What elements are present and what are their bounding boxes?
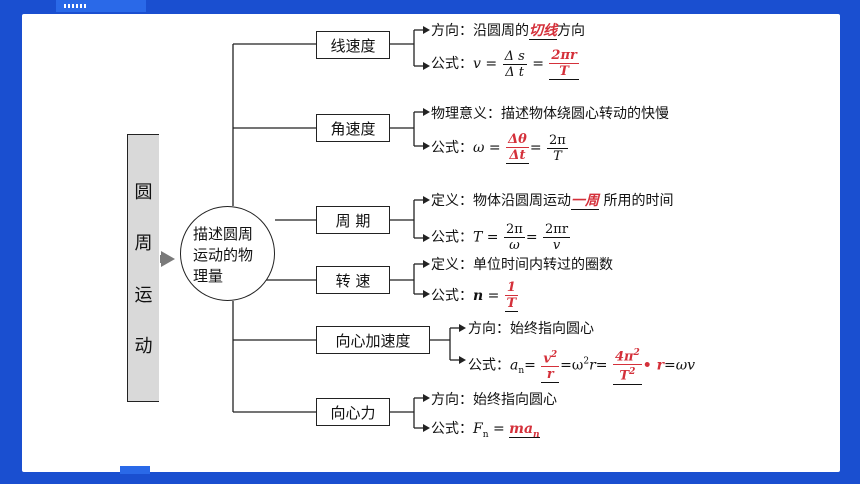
numerator: 1 — [504, 280, 518, 296]
text: 定义：物体沿圆周运动 — [431, 193, 571, 209]
bottom-accent-mark — [120, 466, 150, 474]
denominator: r — [546, 367, 554, 382]
denominator: T — [506, 296, 517, 311]
denominator: T — [619, 368, 630, 384]
denominator: v — [552, 238, 561, 253]
highlight-text: • r — [642, 357, 664, 374]
node-period: 周 期 — [316, 206, 390, 234]
leaf-rotation-definition: 定义：单位时间内转过的圈数 — [431, 257, 613, 273]
root-char: 运 — [134, 284, 153, 306]
root-arrow-icon — [161, 251, 175, 267]
node-angular-speed: 角速度 — [316, 114, 390, 142]
top-accent-bar — [56, 0, 146, 12]
formula-symbol: ω — [473, 140, 485, 156]
numerator: 2π — [503, 222, 525, 238]
numerator: 2π — [547, 132, 568, 149]
denominator: Δt — [509, 148, 526, 163]
text: 方向 — [557, 23, 585, 39]
numerator: 4π — [614, 349, 634, 365]
denominator: ω — [509, 238, 520, 253]
numerator: 2πr — [549, 48, 579, 64]
center-line: 描述圆周 — [193, 225, 254, 243]
root-char: 动 — [134, 336, 153, 358]
formula-symbol: n — [473, 288, 484, 304]
node-rotation-speed: 转 速 — [316, 266, 390, 294]
denominator: Δ t — [505, 64, 525, 80]
formula-symbol: v — [473, 56, 481, 72]
node-centripetal-acceleration: 向心加速度 — [316, 326, 430, 354]
highlight-text: ma — [509, 421, 534, 437]
highlight-text: 切线 — [529, 23, 557, 40]
center-line: 理量 — [193, 267, 224, 285]
subscript: n — [533, 429, 540, 440]
subscript: n — [482, 429, 489, 440]
center-node: 描述圆周 运动的物 理量 — [180, 206, 275, 301]
formula-label: 公式： — [431, 56, 473, 72]
numerator: v — [543, 351, 551, 366]
subscript: n — [518, 366, 525, 377]
node-centripetal-force: 向心力 — [316, 398, 390, 426]
root-char: 圆 — [134, 181, 153, 203]
numerator: 2πr — [543, 222, 571, 238]
root-char: 周 — [134, 233, 153, 255]
formula-symbol: F — [473, 421, 483, 437]
numerator: Δθ — [506, 132, 529, 148]
leaf-period-definition: 定义：物体沿圆周运动一周 所用的时间 — [431, 190, 673, 210]
leaf-acc-direction: 方向：始终指向圆心 — [468, 321, 594, 337]
leaf-force-direction: 方向：始终指向圆心 — [431, 392, 557, 408]
leaf-linear-direction: 方向：沿圆周的切线方向 — [431, 20, 585, 40]
formula-symbol: ωv — [675, 357, 696, 374]
numerator: Δ s — [502, 48, 527, 65]
root-node-circular-motion: 圆 周 运 动 — [127, 134, 159, 402]
highlight-formula: man — [509, 421, 540, 440]
leaf-angular-meaning: 物理意义：描述物体绕圆心转动的快慢 — [431, 106, 669, 122]
formula-label: 公式： — [468, 357, 510, 374]
denominator: T — [553, 148, 562, 164]
leaf-force-formula: 公式：Fn = man — [431, 421, 540, 440]
formula-label: 公式： — [431, 140, 473, 156]
formula-label: 公式： — [431, 229, 473, 246]
node-linear-speed: 线速度 — [316, 31, 390, 59]
formula-symbol: T — [473, 229, 483, 246]
text: 方向：沿圆周的 — [431, 23, 529, 39]
dots-decoration — [64, 4, 86, 8]
text: 所用的时间 — [603, 193, 674, 209]
highlight-text: 一周 — [571, 193, 599, 210]
center-line: 运动的物 — [193, 246, 254, 264]
formula-label: 公式： — [431, 421, 473, 437]
formula-symbol: ω — [571, 357, 584, 374]
formula-symbol: a — [510, 357, 519, 374]
denominator: T — [559, 64, 569, 79]
formula-label: 公式： — [431, 288, 473, 304]
